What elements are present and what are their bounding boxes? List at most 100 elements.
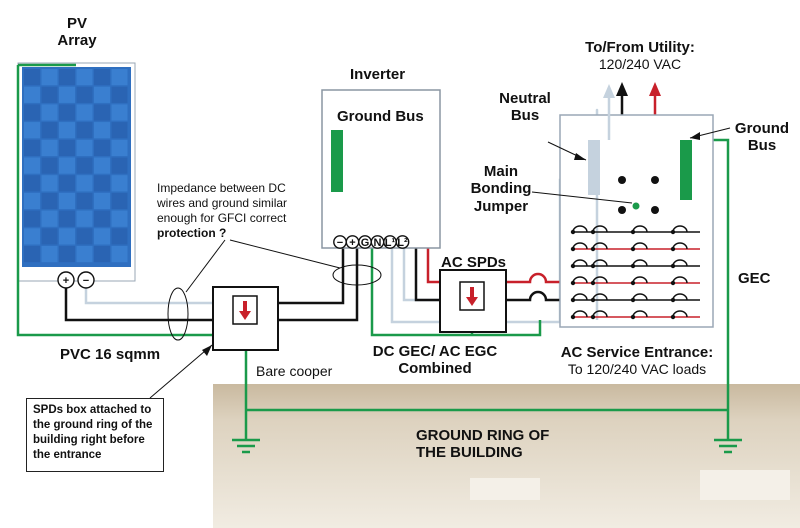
dc-positive-wire bbox=[278, 248, 359, 322]
impedance-note-line4: protection ? bbox=[157, 226, 227, 240]
pv-cell bbox=[41, 246, 58, 263]
pv-cell bbox=[76, 139, 93, 156]
main-bonding-label-line3: Jumper bbox=[473, 197, 529, 215]
bonding-dot bbox=[632, 202, 640, 210]
breaker-terminal bbox=[570, 229, 576, 235]
pv-cell bbox=[41, 175, 58, 192]
pv-array-label: PV Array bbox=[48, 15, 106, 50]
dc-negative-wire bbox=[64, 280, 213, 322]
pv-cell bbox=[59, 104, 75, 121]
pv-cell bbox=[76, 246, 93, 263]
breaker-terminal bbox=[630, 263, 636, 269]
pointer-main-bonding bbox=[531, 191, 633, 204]
dc-gec-label-line1: DC GEC/ AC EGC bbox=[372, 343, 498, 360]
pv-cell bbox=[111, 86, 128, 103]
pv-terminal-label-0: + bbox=[63, 275, 69, 287]
inverter-terminal-label-2: G bbox=[361, 237, 370, 249]
pv-cell bbox=[59, 210, 75, 227]
pv-cell bbox=[24, 175, 40, 192]
pv-cell bbox=[59, 228, 75, 245]
utility-label-line1: To/From Utility: bbox=[585, 39, 695, 56]
pv-cell bbox=[41, 210, 58, 227]
dc-gec-label-line2: Combined bbox=[398, 360, 472, 378]
dc-gec-ac-egc bbox=[370, 248, 472, 337]
pv-cell bbox=[24, 122, 40, 139]
utility-arrows bbox=[603, 82, 661, 140]
pointer-neutral-arrow-icon bbox=[574, 153, 586, 160]
l2-wire bbox=[426, 248, 440, 284]
spds-box-note: SPDs box attached to the ground ring of … bbox=[26, 398, 164, 472]
pv-cell bbox=[94, 86, 110, 103]
dc-spd-box bbox=[212, 286, 279, 351]
arrow-l1-icon bbox=[616, 82, 628, 96]
pv-cell bbox=[59, 175, 75, 192]
breaker-terminal bbox=[570, 280, 576, 286]
pointer-to-pv-ellipse bbox=[185, 239, 226, 293]
pv-cell bbox=[94, 139, 110, 156]
inverter-terminal-label-1: + bbox=[349, 237, 355, 249]
inverter-box bbox=[321, 89, 441, 249]
pv-cell bbox=[111, 210, 128, 227]
breaker-terminal bbox=[670, 297, 676, 303]
pv-cell bbox=[111, 69, 128, 86]
ac-service-label: AC Service Entrance: To 120/240 VAC load… bbox=[548, 344, 726, 377]
ground-ring-label: GROUND RING OF THE BUILDING bbox=[416, 427, 549, 462]
pv-cell bbox=[94, 210, 110, 227]
breaker-terminal bbox=[590, 280, 596, 286]
gec-label: GEC bbox=[738, 270, 771, 287]
pv-cell bbox=[76, 122, 93, 139]
breaker-terminal bbox=[670, 314, 676, 320]
pv-cell bbox=[111, 122, 128, 139]
utility-label: To/From Utility: 120/240 VAC bbox=[560, 39, 720, 72]
ground-symbol-left bbox=[232, 438, 260, 454]
pv-cell bbox=[24, 157, 40, 174]
pv-cell bbox=[94, 192, 110, 210]
pv-cell bbox=[76, 104, 93, 121]
pv-cell bbox=[41, 122, 58, 139]
pv-cell bbox=[76, 157, 93, 174]
pointer-spd-note-arrow-icon bbox=[202, 345, 212, 356]
pv-cell bbox=[111, 192, 128, 210]
spd-arrow-icon bbox=[239, 311, 251, 320]
neutral-bus-label-line1: Neutral bbox=[499, 90, 551, 107]
utility-label-line2: 120/240 VAC bbox=[598, 56, 682, 73]
pv-cell bbox=[111, 246, 128, 263]
pv-cell bbox=[24, 192, 40, 210]
pv-cell bbox=[24, 104, 40, 121]
pv-cell bbox=[94, 122, 110, 139]
pv-cell bbox=[94, 246, 110, 263]
breaker-terminal bbox=[670, 280, 676, 286]
breaker-terminal bbox=[590, 229, 596, 235]
neutral-bus-label: Neutral Bus bbox=[490, 90, 560, 125]
main-bonding-jumper-label: Main Bonding Jumper bbox=[462, 163, 540, 215]
breaker-terminal bbox=[630, 246, 636, 252]
main-breaker-l2-top bbox=[651, 176, 659, 184]
pv-cell bbox=[59, 246, 75, 263]
ac-spd-box bbox=[439, 269, 507, 333]
breaker-terminal bbox=[570, 246, 576, 252]
pvc-label: PVC 16 sqmm bbox=[60, 346, 161, 363]
inverter-terminal-label-5: L² bbox=[397, 237, 408, 249]
ac-service-label-line2: To 120/240 VAC loads bbox=[567, 361, 707, 378]
earth-area bbox=[213, 384, 800, 528]
pv-cell bbox=[111, 175, 128, 192]
neutral-bus-label-line2: Bus bbox=[510, 107, 540, 125]
pv-cell bbox=[41, 157, 58, 174]
pv-cell-grid bbox=[24, 69, 128, 263]
breaker-array bbox=[570, 225, 700, 320]
l1-wire bbox=[414, 248, 440, 302]
pv-array-label-line1: PV bbox=[66, 15, 87, 32]
service-panel bbox=[559, 114, 714, 328]
pv-cell bbox=[94, 175, 110, 192]
ac-service-label-line1: AC Service Entrance: bbox=[560, 344, 714, 361]
pv-cell bbox=[59, 86, 75, 103]
dc-gec-label: DC GEC/ AC EGC Combined bbox=[370, 343, 500, 378]
pv-cell bbox=[111, 139, 128, 156]
pv-cell bbox=[76, 192, 93, 210]
pv-terminals: +− bbox=[57, 271, 95, 289]
breaker-terminal bbox=[590, 263, 596, 269]
pv-wires-ellipse bbox=[167, 287, 189, 341]
breaker-terminal bbox=[590, 297, 596, 303]
ac-spd-arrow-icon bbox=[466, 297, 478, 306]
